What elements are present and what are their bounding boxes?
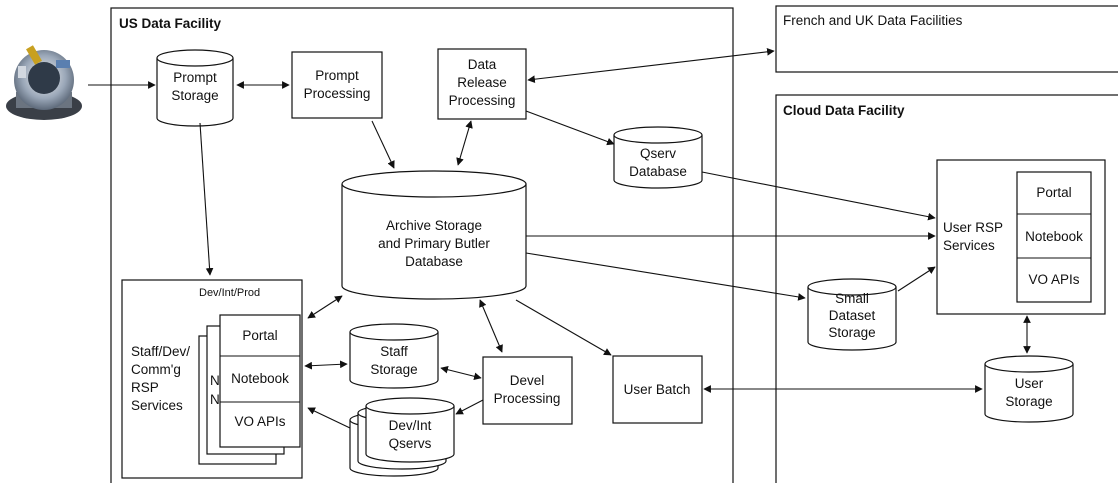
staff-vo-apis-label: VO APIs [234, 414, 285, 429]
french-uk-data-facility: French and UK Data Facilities [775, 5, 1118, 73]
staff-rsp-label-1: Staff/Dev/ [131, 344, 190, 359]
arrow-qserv-user-rsp [701, 171, 936, 221]
arrow-archive-small-dataset [525, 252, 806, 301]
stack-peek-1: N [210, 373, 220, 388]
arrow-drp-qserv [525, 110, 615, 146]
user-storage-label-1: User [1015, 376, 1044, 391]
archive-storage: Archive Storage and Primary Butler Datab… [341, 170, 527, 300]
staff-storage: Staff Storage [349, 323, 439, 389]
data-release-processing: Data Release Processing [437, 48, 527, 120]
user-panel [1016, 171, 1092, 303]
archive-storage-label-2: and Primary Butler [378, 236, 490, 251]
staff-portal-label: Portal [242, 328, 277, 343]
user-notebook-label: Notebook [1025, 229, 1083, 244]
qserv-database-label-1: Qserv [640, 146, 676, 161]
staff-storage-label-2: Storage [370, 362, 417, 377]
user-vo-apis-label: VO APIs [1028, 272, 1079, 287]
drp-label-3: Processing [449, 93, 516, 108]
user-storage: User Storage [984, 355, 1074, 423]
arrow-drp-french-uk [527, 47, 775, 84]
devel-processing-label-2: Processing [494, 391, 561, 406]
drp-label-1: Data [468, 57, 497, 72]
arrow-drp-archive [456, 120, 473, 166]
us-facility-title: US Data Facility [119, 16, 222, 31]
archive-storage-label-1: Archive Storage [386, 218, 482, 233]
staff-rsp-label-4: Services [131, 398, 183, 413]
qserv-database-label-2: Database [629, 164, 687, 179]
devel-processing-label-1: Devel [510, 373, 545, 388]
staff-rsp-label-2: Comm'g [131, 362, 181, 377]
user-batch: User Batch [612, 355, 703, 424]
arrow-staff-rsp-staff-storage [304, 360, 348, 370]
user-rsp-label-1: User RSP [943, 220, 1003, 235]
arrow-staff-storage-devel [440, 365, 482, 381]
arrows [88, 47, 1031, 429]
arrow-archive-user-batch [515, 299, 612, 356]
prompt-processing: Prompt Processing [291, 51, 383, 119]
small-dataset-label-2: Dataset [829, 308, 876, 323]
dev-int-qservs-label-2: Qservs [389, 436, 432, 451]
prompt-processing-label-2: Processing [304, 86, 371, 101]
arrow-devel-qservs [455, 399, 484, 415]
devel-processing: Devel Processing [482, 356, 573, 425]
small-dataset-storage: Small Dataset Storage [807, 278, 897, 351]
staff-rsp-label-3: RSP [131, 380, 159, 395]
prompt-storage-label-1: Prompt [173, 70, 217, 85]
small-dataset-label-1: Small [835, 291, 869, 306]
user-rsp-services: User RSP Services Portal Notebook VO API… [936, 159, 1106, 315]
staff-storage-label-1: Staff [380, 344, 408, 359]
dev-int-qservs: Dev/Int Qservs [349, 397, 455, 477]
staff-panel-front [219, 314, 301, 448]
arrow-prompt-processing-archive [371, 120, 395, 169]
small-dataset-label-3: Storage [828, 325, 875, 340]
arrow-archive-staff-rsp [307, 295, 343, 319]
staff-rsp-services: Dev/Int/Prod Staff/Dev/ Comm'g RSP Servi… [121, 279, 303, 479]
telescope-image [6, 45, 82, 120]
user-batch-label: User Batch [624, 382, 691, 397]
drp-label-2: Release [457, 75, 507, 90]
arrow-small-dataset-user-rsp [897, 266, 936, 292]
stack-peek-2: N [210, 392, 220, 407]
archive-storage-label-3: Database [405, 254, 463, 269]
arrow-qservs-staff-rsp [307, 407, 351, 429]
user-portal-label: Portal [1036, 185, 1071, 200]
user-storage-label-2: Storage [1005, 394, 1052, 409]
cloud-facility-title: Cloud Data Facility [783, 103, 905, 118]
prompt-storage: Prompt Storage [156, 49, 234, 127]
arrow-prompt-storage-staff-rsp [199, 122, 214, 276]
staff-notebook-label: Notebook [231, 371, 289, 386]
prompt-processing-label-1: Prompt [315, 68, 359, 83]
arrow-archive-devel [479, 299, 503, 353]
dev-int-qservs-label-1: Dev/Int [389, 418, 432, 433]
qserv-database: Qserv Database [613, 126, 703, 189]
dev-int-prod-label: Dev/Int/Prod [199, 287, 260, 299]
user-rsp-label-2: Services [943, 238, 995, 253]
french-uk-facility-title: French and UK Data Facilities [783, 13, 963, 28]
prompt-storage-label-2: Storage [171, 88, 218, 103]
